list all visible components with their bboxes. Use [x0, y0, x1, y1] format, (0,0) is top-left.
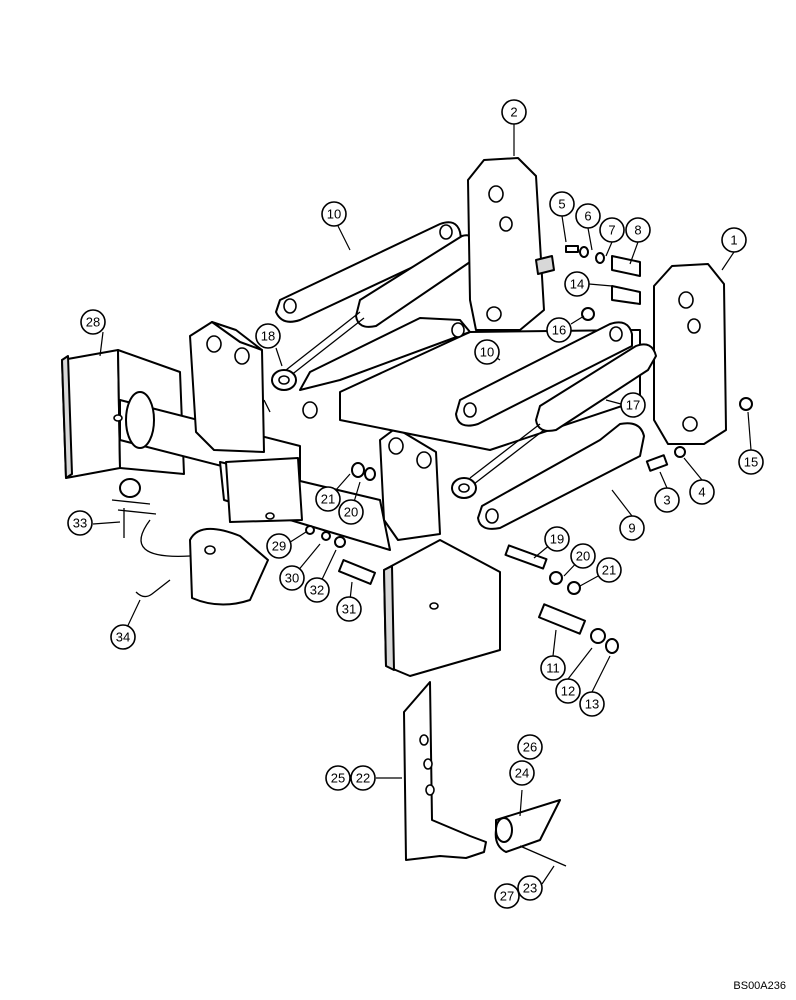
svg-text:34: 34	[116, 630, 130, 645]
mast-plate-right	[379, 427, 441, 541]
callout-2: 2	[501, 99, 527, 125]
callout-21-left: 21	[315, 486, 341, 512]
svg-text:12: 12	[561, 684, 575, 699]
svg-text:18: 18	[261, 329, 275, 344]
svg-text:29: 29	[272, 539, 286, 554]
svg-text:16: 16	[552, 323, 566, 338]
svg-text:3: 3	[663, 493, 670, 508]
callout-18: 18	[255, 323, 281, 349]
callout-17: 17	[620, 392, 646, 418]
svg-text:5: 5	[558, 197, 565, 212]
callout-34: 34	[110, 624, 136, 650]
callout-30: 30	[279, 565, 305, 591]
svg-text:15: 15	[744, 455, 758, 470]
reference-code: BS00A236	[733, 980, 786, 992]
toolbar-frame-right	[383, 539, 501, 677]
callout-1: 1	[721, 227, 747, 253]
callout-22: 22	[350, 765, 376, 791]
callout-15: 15	[738, 449, 764, 475]
svg-text:14: 14	[570, 277, 584, 292]
callout-31: 31	[336, 596, 362, 622]
callout-33: 33	[67, 510, 93, 536]
svg-text:33: 33	[73, 516, 87, 531]
callout-32: 32	[304, 577, 330, 603]
svg-text:24: 24	[515, 766, 529, 781]
ripper-tooth	[494, 799, 567, 867]
callout-7: 7	[599, 217, 625, 243]
cross-tube	[219, 457, 391, 551]
svg-text:31: 31	[342, 602, 356, 617]
svg-text:21: 21	[602, 563, 616, 578]
fasteners	[135, 245, 753, 654]
callout-14: 14	[564, 271, 590, 297]
callout-9: 9	[619, 515, 645, 541]
svg-text:11: 11	[546, 661, 560, 676]
svg-text:21: 21	[321, 492, 335, 507]
callout-13: 13	[579, 691, 605, 717]
callout-28: 28	[80, 309, 106, 335]
hydraulic-cylinder-lower	[451, 343, 657, 499]
ripper-shank	[403, 681, 487, 861]
svg-text:2: 2	[510, 105, 517, 120]
callout-8: 8	[625, 217, 651, 243]
svg-text:13: 13	[585, 697, 599, 712]
callout-3: 3	[654, 487, 680, 513]
svg-text:10: 10	[327, 207, 341, 222]
svg-text:20: 20	[576, 549, 590, 564]
link-arm-lower	[455, 321, 633, 427]
svg-text:23: 23	[523, 881, 537, 896]
pivot-bracket-1	[653, 263, 727, 445]
pivot-bracket-2	[467, 157, 555, 331]
svg-text:30: 30	[285, 571, 299, 586]
svg-text:22: 22	[356, 771, 370, 786]
svg-text:17: 17	[626, 398, 640, 413]
svg-text:8: 8	[634, 223, 641, 238]
mast-plate-left	[189, 321, 271, 453]
svg-text:28: 28	[86, 315, 100, 330]
callout-25: 25	[325, 765, 351, 791]
callout-29: 29	[266, 533, 292, 559]
svg-text:27: 27	[500, 889, 514, 904]
lower-arm-9	[477, 422, 645, 530]
toolbar-frame-left	[61, 349, 301, 487]
hitch-assembly	[111, 478, 269, 606]
callout-19: 19	[544, 526, 570, 552]
svg-text:10: 10	[480, 345, 494, 360]
svg-text:26: 26	[523, 740, 537, 755]
svg-text:20: 20	[344, 505, 358, 520]
svg-text:7: 7	[608, 223, 615, 238]
callout-24: 24	[509, 760, 535, 786]
svg-text:4: 4	[698, 485, 705, 500]
svg-text:32: 32	[310, 583, 324, 598]
svg-text:1: 1	[730, 233, 737, 248]
svg-text:6: 6	[584, 209, 591, 224]
callout-5: 5	[549, 191, 575, 217]
callout-23: 23	[517, 875, 543, 901]
callout-6: 6	[575, 203, 601, 229]
svg-text:25: 25	[331, 771, 345, 786]
callout-16: 16	[546, 317, 572, 343]
callout-10-lower: 10	[474, 339, 500, 365]
callout-26: 26	[517, 734, 543, 760]
callout-11: 11	[540, 655, 566, 681]
svg-text:9: 9	[628, 521, 635, 536]
callout-21-right: 21	[596, 557, 622, 583]
callout-4: 4	[689, 479, 715, 505]
svg-text:19: 19	[550, 532, 564, 547]
callout-12: 12	[555, 678, 581, 704]
callouts: 1 2 3 4 5 6 7 8 9 10 10 11 12 13 14 15 1…	[67, 99, 764, 909]
callout-20-left: 20	[338, 499, 364, 525]
callout-10-upper: 10	[321, 201, 347, 227]
callout-20-right: 20	[570, 543, 596, 569]
callout-27: 27	[494, 883, 520, 909]
